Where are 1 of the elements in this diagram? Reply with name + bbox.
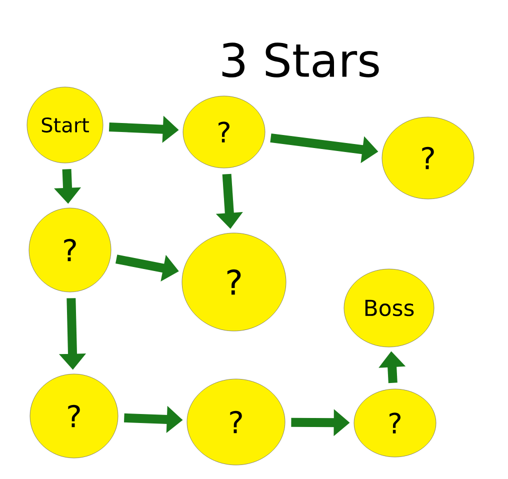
title: 3 Stars [222,42,379,78]
